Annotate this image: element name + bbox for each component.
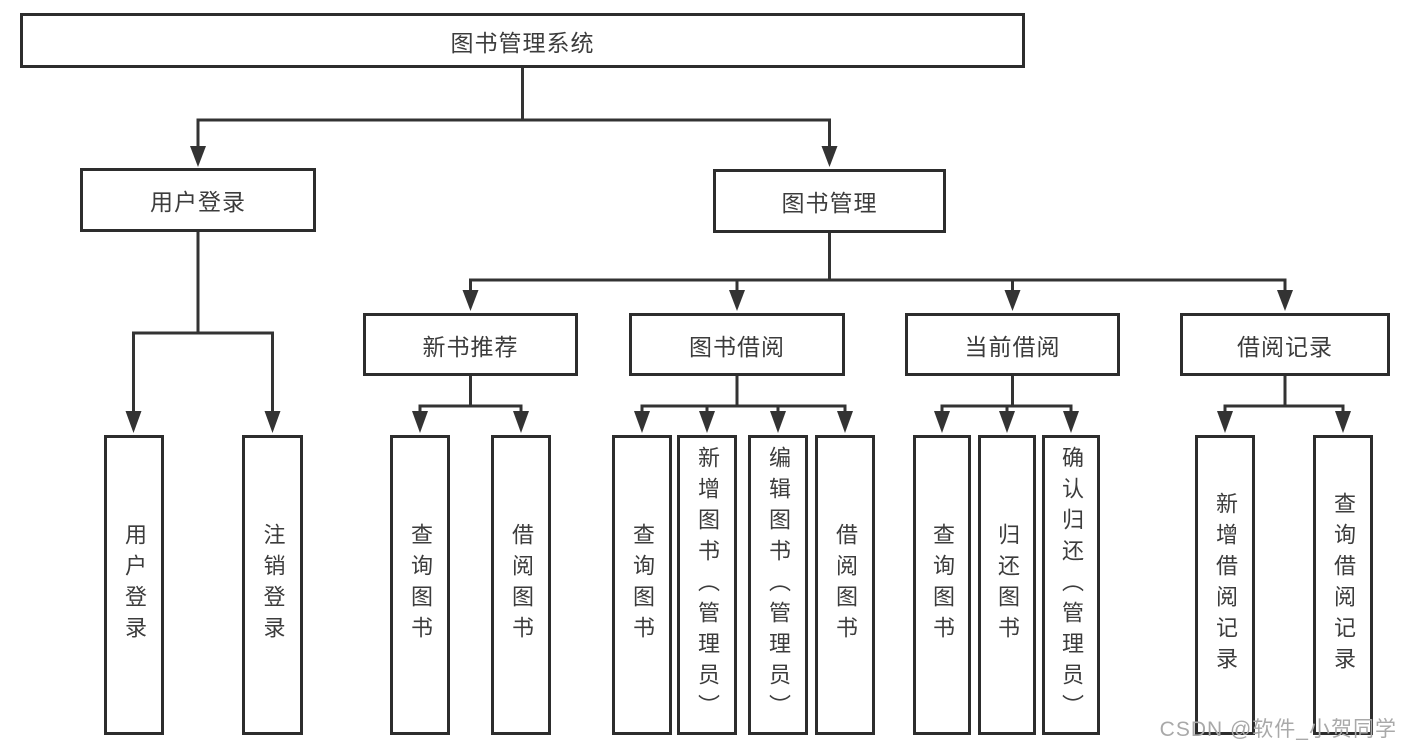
node-new-book-recommend-label: 新书推荐: [422, 333, 519, 360]
edge-userlogin-to-leaves: [125, 232, 281, 433]
leaf-query-books-new: 查询图书: [390, 435, 450, 735]
leaf-user-login: 用户登录: [104, 435, 164, 735]
leaf-add-books-admin: 新增图书（管理员）: [677, 435, 737, 735]
leaf-user-login-label: 用户登录: [122, 523, 147, 647]
leaf-return-books-label: 归还图书: [995, 523, 1020, 647]
node-book-borrow: 图书借阅: [629, 313, 845, 376]
edge-bookborrow-to-leaves: [634, 376, 853, 433]
leaf-return-books: 归还图书: [978, 435, 1036, 735]
leaf-borrow-books-new-label: 借阅图书: [509, 523, 534, 647]
node-book-management: 图书管理: [713, 169, 946, 233]
leaf-logout-label: 注销登录: [260, 523, 286, 647]
edge-root-to-level1: [190, 68, 838, 167]
leaf-query-borrow-record-label: 查询借阅记录: [1331, 492, 1356, 678]
leaf-add-books-admin-label: 新增图书（管理员）: [695, 445, 720, 725]
node-current-borrow: 当前借阅: [905, 313, 1120, 376]
leaf-confirm-return-admin: 确认归还（管理员）: [1042, 435, 1100, 735]
edge-newbooks-to-leaves: [412, 376, 529, 433]
node-book-management-label: 图书管理: [781, 190, 878, 216]
edge-currentborrow-to-leaves: [934, 376, 1079, 433]
leaf-query-books-borrow-label: 查询图书: [630, 523, 655, 647]
leaf-edit-books-admin-label: 编辑图书（管理员）: [766, 445, 791, 725]
leaf-query-books-current: 查询图书: [913, 435, 971, 735]
node-borrow-records-label: 借阅记录: [1237, 333, 1333, 360]
csdn-watermark: CSDN @软件_小贺同学: [1159, 718, 1397, 741]
leaf-add-borrow-record: 新增借阅记录: [1195, 435, 1255, 735]
node-borrow-records: 借阅记录: [1180, 313, 1390, 376]
node-current-borrow-label: 当前借阅: [964, 333, 1061, 360]
leaf-edit-books-admin: 编辑图书（管理员）: [748, 435, 808, 735]
node-user-login-label: 用户登录: [150, 189, 246, 215]
leaf-query-books-new-label: 查询图书: [408, 523, 433, 647]
leaf-query-books-borrow: 查询图书: [612, 435, 672, 735]
leaf-borrow-books-borrow: 借阅图书: [815, 435, 875, 735]
leaf-borrow-books-borrow-label: 借阅图书: [833, 523, 858, 647]
leaf-add-borrow-record-label: 新增借阅记录: [1213, 492, 1238, 678]
leaf-query-books-current-label: 查询图书: [930, 523, 955, 647]
node-root-label: 图书管理系统: [450, 29, 595, 56]
node-root: 图书管理系统: [20, 13, 1025, 68]
edge-bookmgmt-to-level2: [462, 233, 1293, 311]
edge-records-to-leaves: [1217, 376, 1351, 433]
node-user-login: 用户登录: [80, 168, 316, 232]
leaf-logout: 注销登录: [242, 435, 303, 735]
node-new-book-recommend: 新书推荐: [363, 313, 578, 376]
node-book-borrow-label: 图书借阅: [689, 333, 785, 360]
leaf-confirm-return-admin-label: 确认归还（管理员）: [1059, 445, 1084, 725]
leaf-query-borrow-record: 查询借阅记录: [1313, 435, 1373, 735]
leaf-borrow-books-new: 借阅图书: [491, 435, 551, 735]
